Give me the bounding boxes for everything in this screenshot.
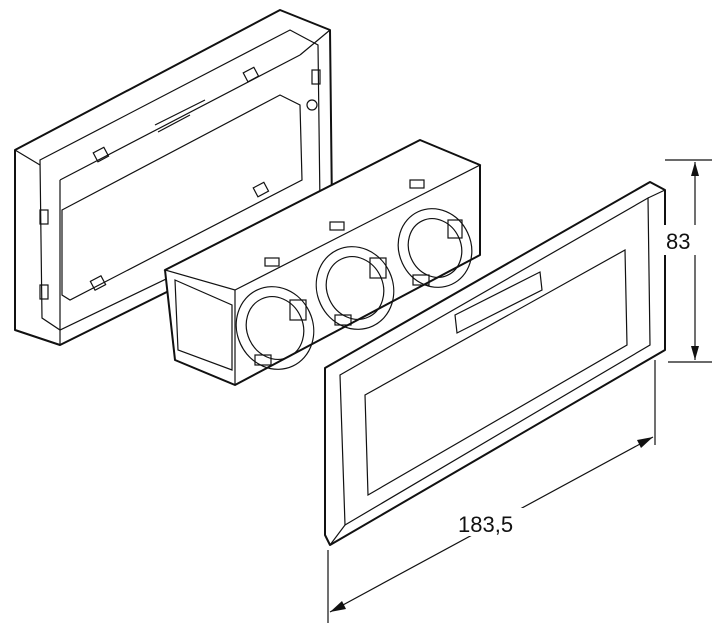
cover-plate [324,181,666,546]
dimension-height-label: 83 [666,229,690,254]
mounting-frame [14,9,333,346]
socket-insert [163,139,482,386]
socket-outlets [235,208,473,370]
dimension-width-label: 183,5 [458,512,513,537]
dimension-width: 183,5 [327,360,656,623]
dimension-height: 83 [664,159,714,363]
